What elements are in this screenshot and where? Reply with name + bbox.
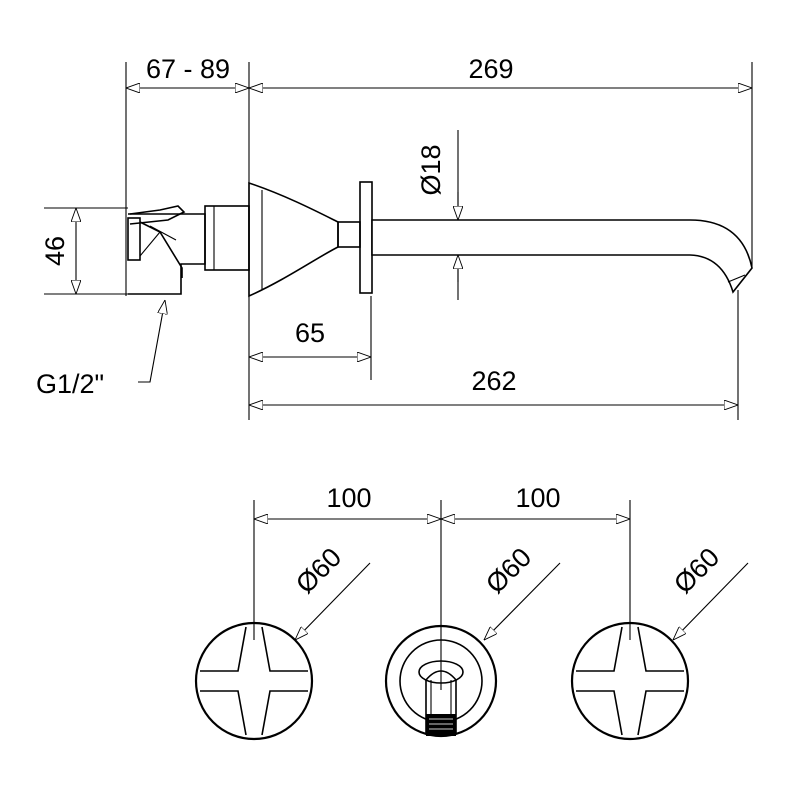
dim-label-269: 269 (468, 54, 513, 84)
valve-body (127, 205, 250, 295)
leader-middle (484, 562, 561, 640)
thread-label: G1/2" (36, 369, 104, 399)
thread-leader (138, 300, 165, 383)
leader-left (295, 562, 371, 640)
spout-front (384, 624, 498, 738)
dim-label-262: 262 (471, 366, 516, 396)
dim-label-handle-left: Ø60 (290, 542, 347, 599)
cross-handle-left (194, 621, 314, 741)
dim-label-handle-right: Ø60 (668, 542, 725, 599)
dim-label-spout: Ø60 (480, 542, 537, 599)
dim-label-spacing-right: 100 (515, 483, 560, 513)
dim-label-spout-diameter: Ø18 (416, 144, 446, 195)
spout-outlet-edge (727, 274, 746, 283)
dim-label-46: 46 (40, 236, 70, 266)
dim-label-depth: 67 - 89 (146, 54, 230, 84)
dim-label-spacing-left: 100 (326, 483, 371, 513)
side-view (44, 62, 753, 420)
aerator (426, 714, 456, 736)
spout-flange (359, 181, 373, 294)
cross-handle-right (570, 621, 690, 741)
front-view (194, 500, 749, 741)
spout-pipe (371, 219, 753, 294)
leader-right (673, 562, 749, 640)
spout-neck (337, 221, 361, 248)
dim-label-65: 65 (295, 318, 325, 348)
